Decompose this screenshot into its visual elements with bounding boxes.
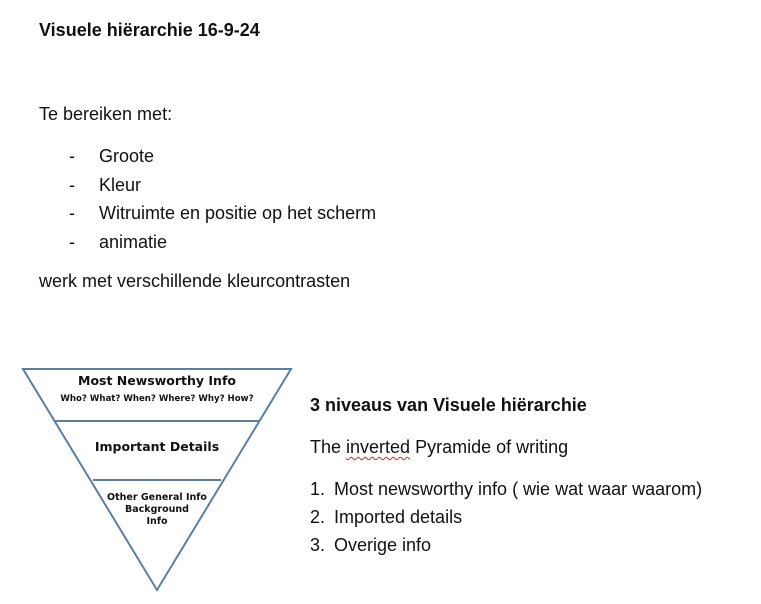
list-item-text: Most newsworthy info ( wie wat waar waar… [334, 479, 703, 499]
subtitle-part: The [310, 437, 347, 457]
list-number: 3. [310, 535, 326, 555]
list-item-text: Witruimte en positie op het scherm [99, 203, 377, 223]
list-number: 2. [310, 507, 326, 527]
bullet-marker: - [69, 231, 75, 252]
bullet-marker: - [69, 146, 75, 166]
list-item-text: Overige info [334, 535, 432, 555]
pyramid-level1-subtitle: Who? What? When? Where? Why? How? [60, 394, 253, 404]
list-number: 1. [310, 479, 326, 499]
pyramid-level3-line-2: Background [125, 504, 189, 515]
list-item-text: animatie [99, 231, 168, 252]
list-item-text: Kleur [99, 174, 142, 195]
bullet-marker: - [69, 203, 75, 223]
pyramid-level2-title: Important Details [95, 439, 219, 454]
subtitle-part: Pyramide of writing [410, 437, 569, 457]
misspelled-word[interactable]: inverted [346, 437, 411, 457]
section-subtitle: The inverted Pyramide of writing [310, 437, 568, 458]
contrast-note: werk met verschillende kleurcontrasten [39, 271, 351, 291]
document-title: Visuele hiërarchie 16-9-24 [39, 20, 260, 40]
list-item-text: Groote [99, 146, 155, 166]
section-heading: 3 niveaus van Visuele hiërarchie [310, 395, 587, 415]
intro-text: Te bereiken met: [39, 104, 173, 124]
pyramid-level3-line-3: Info [147, 516, 168, 527]
pyramid-level3-line-1: Other General Info [107, 492, 207, 503]
list-item-text: Imported details [334, 507, 463, 527]
pyramid-level1-title: Most Newsworthy Info [78, 373, 236, 388]
bullet-marker: - [69, 174, 75, 195]
inverted-pyramid-diagram: Most Newsworthy Info Who? What? When? Wh… [21, 368, 293, 592]
